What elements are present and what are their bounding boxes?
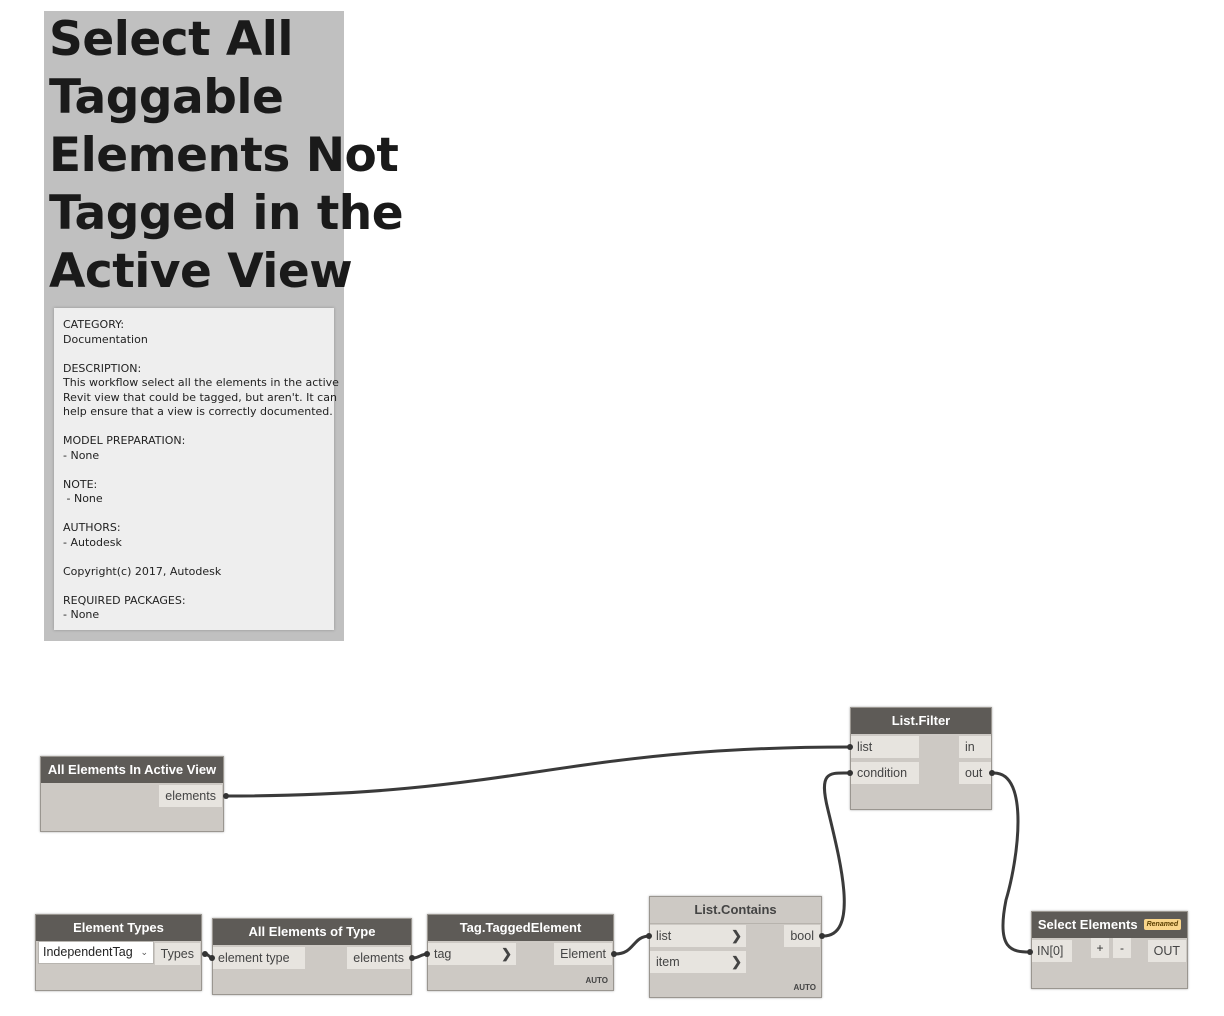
output-port-elements[interactable]: elements [159, 785, 222, 807]
chevron-right-icon: ❯ [731, 954, 742, 969]
node-list-filter[interactable]: List.Filter list condition in out [850, 707, 992, 810]
input-port-label: list [656, 929, 672, 943]
lacing-indicator: AUTO [585, 976, 608, 985]
note-line: - None [63, 448, 100, 462]
lacing-indicator: AUTO [793, 983, 816, 992]
connector-dot [989, 770, 995, 776]
connector-dot [1027, 949, 1033, 955]
input-port-label: tag [434, 947, 452, 961]
input-port-list[interactable]: list [851, 736, 919, 758]
node-title: Tag.TaggedElement [428, 915, 613, 941]
wire-out-to-in0[interactable] [992, 771, 1032, 954]
node-tag-tagged-element[interactable]: Tag.TaggedElement tag ❯ Element AUTO [427, 914, 614, 991]
output-port-in[interactable]: in [959, 736, 991, 758]
node-title-text: Select Elements [1037, 917, 1138, 932]
input-port-tag[interactable]: tag ❯ [428, 943, 516, 965]
group-title: Select All Taggable Elements Not Tagged … [49, 11, 404, 301]
connector-dot [424, 951, 430, 957]
note-line: DESCRIPTION: [63, 361, 142, 375]
description-note[interactable]: CATEGORY: Documentation DESCRIPTION: Thi… [54, 308, 339, 630]
node-title: Select Elements Renamed [1032, 912, 1187, 938]
input-port-condition[interactable]: condition [851, 762, 919, 784]
note-line: This workflow select all the elements in… [63, 376, 339, 389]
renamed-badge: Renamed [1143, 919, 1182, 931]
output-port-out[interactable]: OUT [1147, 940, 1186, 962]
output-port-bool[interactable]: bool [784, 925, 820, 947]
connector-dot [202, 951, 208, 957]
note-line: help ensure that a view is correctly doc… [63, 405, 333, 418]
chevron-right-icon: ❯ [501, 946, 512, 961]
note-line: NOTE: [63, 477, 98, 491]
connector-dot [223, 793, 229, 799]
group-title-line: Select All [49, 12, 294, 67]
node-all-elements-of-type[interactable]: All Elements of Type element type elemen… [212, 918, 412, 995]
output-port-element[interactable]: Element [554, 943, 612, 965]
connector-dot [409, 955, 415, 961]
note-line: Documentation [63, 332, 148, 346]
connector-dot [209, 955, 215, 961]
input-port-in0[interactable]: IN[0] [1032, 940, 1072, 962]
output-port-types[interactable]: Types [154, 943, 200, 965]
note-line: CATEGORY: [63, 318, 125, 331]
node-title: All Elements In Active View [41, 757, 223, 783]
wire-bool-to-condition[interactable] [821, 771, 852, 938]
input-port-element-type[interactable]: element type [213, 947, 305, 969]
element-type-dropdown[interactable]: IndependentTag ⌄ [38, 941, 154, 964]
connector-dot [847, 744, 853, 750]
input-port-label: item [656, 955, 680, 969]
node-all-elements-in-active-view[interactable]: All Elements In Active View elements [40, 756, 224, 832]
node-title: All Elements of Type [213, 919, 411, 945]
connector-dot [611, 951, 617, 957]
chevron-down-icon: ⌄ [140, 947, 148, 957]
output-port-out[interactable]: out [959, 762, 991, 784]
note-line: - None [63, 492, 103, 505]
connector-dot [847, 770, 853, 776]
output-port-elements[interactable]: elements [347, 947, 410, 969]
group-annotation[interactable]: Select All Taggable Elements Not Tagged … [44, 11, 404, 641]
note-line: AUTHORS: [63, 521, 121, 534]
node-element-types[interactable]: Element Types IndependentTag ⌄ Types [35, 914, 202, 991]
connector-dot [646, 933, 652, 939]
node-select-elements[interactable]: Select Elements Renamed IN[0] + - OUT [1031, 911, 1188, 989]
group-title-line: Elements Not [49, 128, 399, 183]
dropdown-selected-value: IndependentTag [43, 945, 133, 959]
chevron-right-icon: ❯ [731, 928, 742, 943]
node-title: List.Filter [851, 708, 991, 734]
note-line: - Autodesk [63, 535, 122, 549]
input-port-list[interactable]: list ❯ [650, 925, 746, 947]
connector-dot [819, 933, 825, 939]
note-line: MODEL PREPARATION: [63, 434, 186, 447]
group-title-line: Active View [49, 244, 353, 299]
add-input-button[interactable]: + [1091, 938, 1109, 958]
note-line: Revit view that could be tagged, but are… [63, 390, 337, 404]
group-title-line: Taggable [49, 70, 284, 125]
wire-elements-to-list[interactable] [224, 745, 852, 798]
node-title: List.Contains [650, 897, 821, 924]
wire-element-to-item[interactable] [613, 934, 652, 956]
remove-input-button[interactable]: - [1113, 938, 1131, 958]
note-line: REQUIRED PACKAGES: [63, 593, 186, 607]
note-line: Copyright(c) 2017, Autodesk [63, 564, 222, 578]
input-port-item[interactable]: item ❯ [650, 951, 746, 973]
note-line: - None [63, 608, 100, 621]
node-title: Element Types [36, 915, 201, 941]
node-list-contains[interactable]: List.Contains list ❯ item ❯ bool AUTO [649, 896, 822, 998]
